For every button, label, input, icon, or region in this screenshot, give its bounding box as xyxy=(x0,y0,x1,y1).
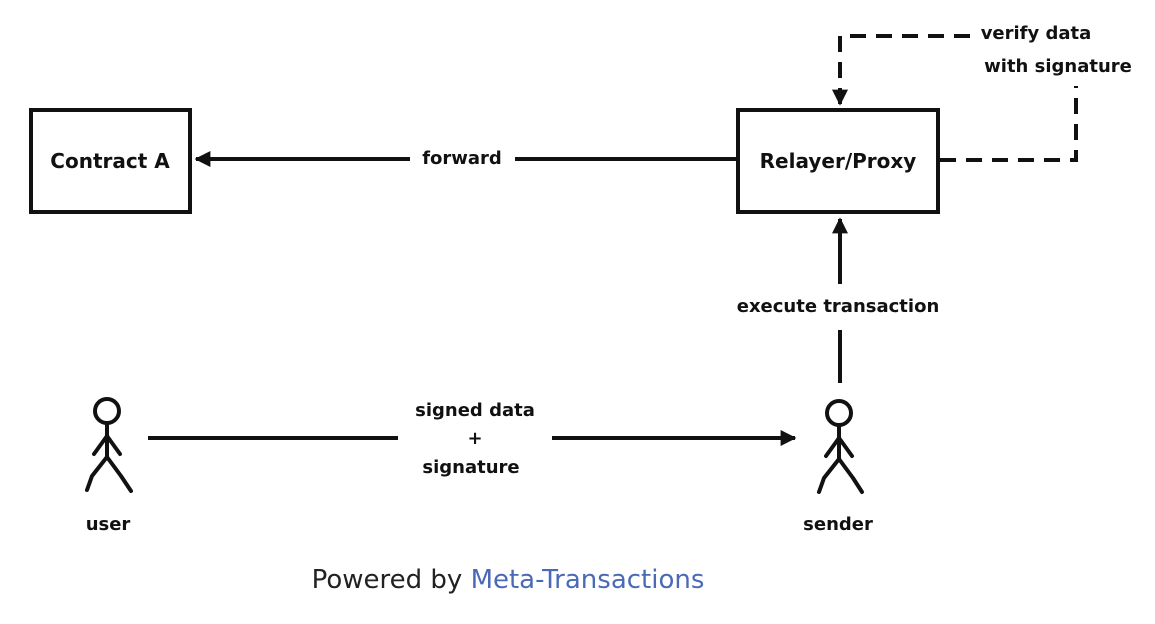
relayer-proxy-label: Relayer/Proxy xyxy=(760,149,917,173)
signed-label-line1: signed data xyxy=(415,400,535,421)
user-label: user xyxy=(86,514,131,535)
footer-caption: Powered by Meta-Transactions xyxy=(312,565,705,595)
contract-a-label: Contract A xyxy=(50,149,170,173)
forward-label: forward xyxy=(422,148,502,169)
user-actor-icon xyxy=(85,397,133,493)
sender-label: sender xyxy=(803,514,873,535)
footer-prefix: Powered by xyxy=(312,565,471,595)
signed-label-line2: + xyxy=(467,428,482,449)
signed-label-line3: signature xyxy=(422,457,519,478)
verify-label-line2: with signature xyxy=(984,56,1132,77)
verify-label-line1: verify data xyxy=(981,23,1092,44)
execute-edge: execute transaction xyxy=(737,217,940,383)
contract-a-node: Contract A xyxy=(29,108,192,214)
signed-data-edge: signed data + signature xyxy=(148,400,797,478)
execute-label: execute transaction xyxy=(737,296,940,317)
forward-edge: forward xyxy=(194,148,736,169)
verify-loop-edge: verify data with signature xyxy=(832,23,1132,162)
relayer-proxy-node: Relayer/Proxy xyxy=(736,108,940,214)
sender-actor-icon xyxy=(817,399,864,494)
footer-brand: Meta-Transactions xyxy=(471,565,705,595)
